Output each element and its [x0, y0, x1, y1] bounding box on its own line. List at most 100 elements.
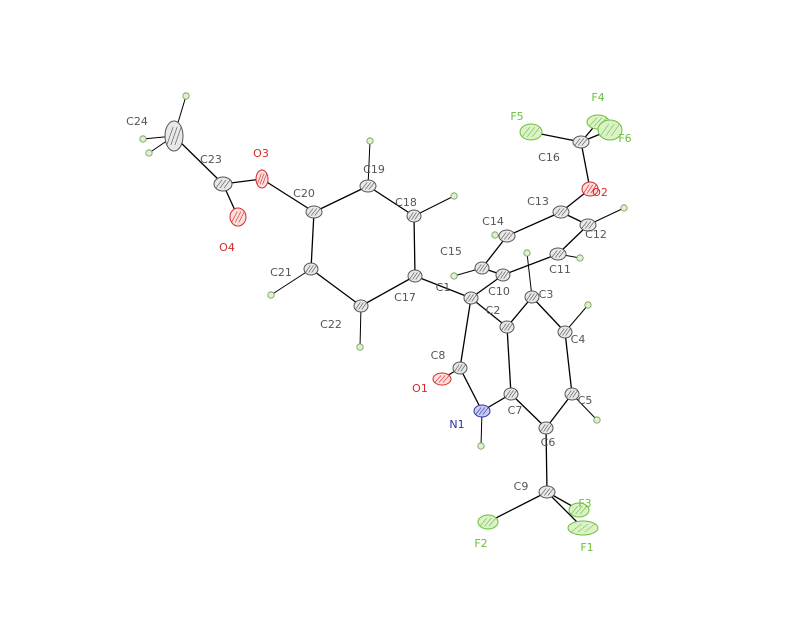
- atom-label-o3: O3: [253, 147, 269, 160]
- hydrogen-atom-c21: [267, 291, 275, 299]
- atom-hatch-o2: [583, 184, 590, 194]
- bond-c3-c4: [531, 296, 566, 333]
- atom-c21: [303, 262, 319, 276]
- atom-label-f5: F5: [510, 110, 523, 123]
- hydrogen-atom-c5: [593, 416, 601, 424]
- atom-label-f2: F2: [474, 537, 487, 550]
- atom-hatch-o4: [234, 211, 242, 223]
- atom-label-c2: C2: [486, 304, 501, 317]
- atom-hatch-f2: [479, 517, 488, 527]
- atom-hatch-c17: [415, 272, 421, 280]
- atom-hatch-c18: [408, 212, 414, 220]
- bond-h-c19: [367, 140, 371, 187]
- atom-hatch-c12: [581, 221, 588, 229]
- atom-hatch-c10: [500, 271, 506, 279]
- atom-hatch-f3: [579, 505, 588, 515]
- atom-hatch-n1: [475, 407, 482, 415]
- bond-c6-c7: [510, 393, 547, 429]
- atom-hatch-c22: [355, 302, 361, 310]
- bond-c5-c6: [545, 393, 573, 429]
- atom-c13: [552, 205, 570, 219]
- hydrogen-atom-c24b: [139, 135, 147, 143]
- atom-label-c1: C1: [436, 281, 451, 294]
- atom-hatch-c6: [543, 424, 549, 432]
- hydrogen-atom-n1: [477, 442, 485, 450]
- atom-hatch-c10: [503, 271, 509, 279]
- atom-hatch-f6: [605, 123, 615, 137]
- atom-hatch-c4: [562, 328, 568, 336]
- atom-c8: [452, 361, 468, 375]
- atom-hatch-c19: [368, 182, 375, 190]
- atom-hatch-c1: [468, 294, 474, 302]
- atom-hatch-c12: [588, 221, 595, 229]
- atom-hatch-c21: [311, 265, 317, 273]
- atom-hatch-f6: [610, 123, 620, 137]
- atom-label-c5: C5: [578, 394, 593, 407]
- atom-hatch-c15: [476, 264, 482, 272]
- atom-hatch-c11: [558, 250, 565, 258]
- atom-c1: [463, 291, 479, 305]
- hydrogen-atom-c3: [523, 249, 531, 257]
- atom-n1: [473, 404, 491, 418]
- hydrogen-atom-c22: [356, 343, 364, 351]
- atom-hatch-c16: [577, 138, 585, 146]
- atom-label-c23: C23: [200, 153, 222, 166]
- atom-o1: [432, 372, 452, 386]
- bond-n1-c8: [459, 367, 483, 412]
- atom-c18: [406, 209, 422, 223]
- atom-hatch-c23: [215, 179, 223, 189]
- bond-c19-c20: [313, 185, 369, 213]
- atom-hatch-c20: [310, 208, 318, 216]
- atom-hatch-f5: [531, 127, 541, 137]
- atom-label-c11: C11: [549, 263, 571, 276]
- atom-f3: [568, 502, 590, 518]
- hydrogen-atom-c4: [584, 301, 592, 309]
- atom-hatch-f2: [488, 517, 497, 527]
- atom-c7: [503, 387, 519, 401]
- atom-c4: [557, 325, 573, 339]
- atom-hatch-c16: [574, 138, 581, 146]
- atom-label-c7: C7: [508, 404, 523, 417]
- atom-c16: [572, 135, 590, 149]
- atom-hatch-f1: [577, 523, 589, 533]
- atom-hatch-c14: [500, 232, 507, 240]
- atom-label-c13: C13: [527, 195, 549, 208]
- atom-c22: [353, 299, 369, 313]
- atom-label-n1: N1: [449, 418, 464, 431]
- atom-hatch-o3: [259, 173, 265, 185]
- atom-c9: [538, 485, 556, 499]
- atom-c17: [407, 269, 423, 283]
- atom-hatch-c2: [504, 323, 510, 331]
- hydrogen-atom-c24c: [145, 149, 153, 157]
- atom-hatch-c19: [361, 182, 368, 190]
- atom-f1: [567, 520, 599, 536]
- bond-c17-c22: [360, 275, 416, 307]
- atom-label-c22: C22: [320, 318, 342, 331]
- bond-c20-o3: [261, 178, 315, 213]
- atom-hatch-c24: [170, 126, 178, 146]
- bond-c9-f2: [487, 491, 548, 523]
- atom-hatch-c6: [546, 424, 552, 432]
- atom-hatch-o3: [262, 173, 268, 185]
- atom-hatch-o2: [586, 184, 594, 194]
- atom-label-o4: O4: [219, 241, 235, 254]
- atom-label-o2: O2: [592, 186, 608, 199]
- atom-hatch-c4: [559, 328, 565, 336]
- bond-c1-c8: [459, 297, 472, 369]
- atom-c2: [499, 320, 515, 334]
- atom-hatch-c1: [465, 294, 471, 302]
- bond-c1-c17: [414, 275, 472, 299]
- atom-label-c18: C18: [395, 196, 417, 209]
- bond-c21-c22: [310, 268, 362, 307]
- atom-hatch-c3: [529, 293, 535, 301]
- atom-hatch-c7: [511, 390, 517, 398]
- atom-c11: [549, 247, 567, 261]
- bond-c20-c21: [310, 211, 315, 270]
- atom-label-c3: C3: [539, 288, 554, 301]
- atom-hatch-c14: [507, 232, 514, 240]
- atom-hatch-c21: [308, 265, 314, 273]
- atom-hatch-f6: [600, 123, 610, 137]
- atom-hatch-c9: [543, 488, 551, 496]
- bond-h-c18: [413, 195, 455, 217]
